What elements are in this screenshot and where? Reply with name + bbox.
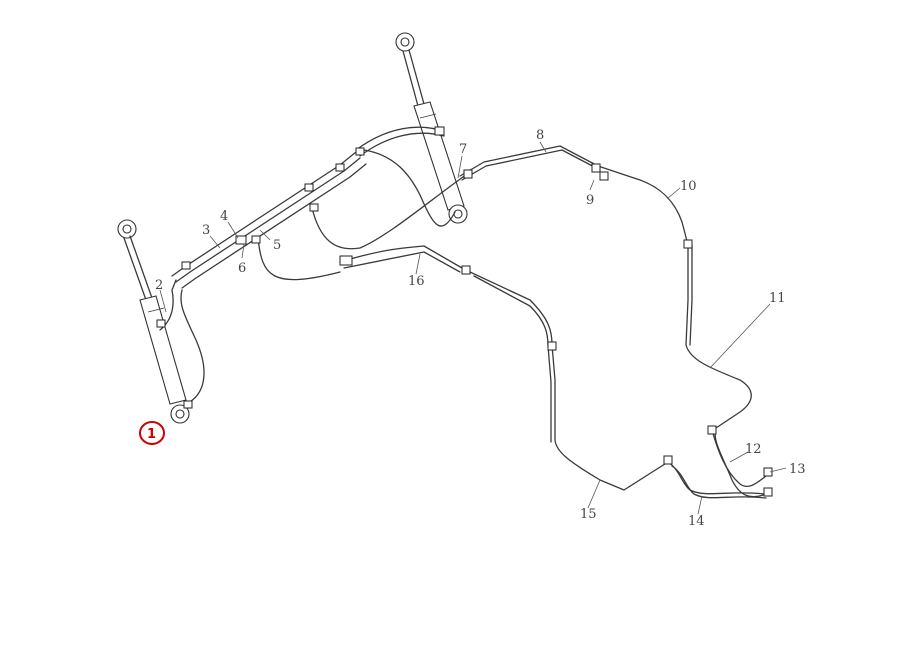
pipe-12[interactable] (711, 429, 767, 488)
callout-16[interactable]: 16 (408, 274, 425, 289)
pipe-loop-lower[interactable] (311, 171, 471, 250)
callout-13[interactable]: 13 (789, 462, 806, 477)
pipe-15[interactable] (469, 271, 669, 491)
callout-1-highlight (139, 421, 165, 445)
boom-pipes[interactable] (171, 126, 445, 289)
pipe-11[interactable] (685, 244, 767, 498)
callout-2[interactable]: 2 (155, 278, 163, 293)
callout-12[interactable]: 12 (745, 442, 762, 457)
callout-3[interactable]: 3 (202, 223, 210, 238)
fittings (156, 126, 773, 497)
pipe-8[interactable] (459, 145, 689, 246)
callout-7[interactable]: 7 (459, 142, 467, 157)
callout-1[interactable]: 1 (147, 427, 156, 442)
callout-4[interactable]: 4 (220, 209, 228, 224)
pipe-left-return[interactable] (180, 289, 205, 405)
pipe-16[interactable] (339, 245, 471, 273)
callout-5[interactable]: 5 (273, 238, 281, 253)
leader-lines (159, 141, 787, 515)
callout-14[interactable]: 14 (688, 514, 705, 529)
callout-15[interactable]: 15 (580, 507, 597, 522)
pipe-loop-upper[interactable] (363, 149, 456, 227)
callout-9[interactable]: 9 (586, 193, 594, 208)
callout-6[interactable]: 6 (238, 261, 246, 276)
left-cylinder[interactable] (117, 219, 190, 424)
callout-8[interactable]: 8 (536, 128, 544, 143)
callout-10[interactable]: 10 (680, 179, 697, 194)
pipe-5[interactable] (257, 237, 341, 281)
callout-11[interactable]: 11 (769, 291, 786, 306)
